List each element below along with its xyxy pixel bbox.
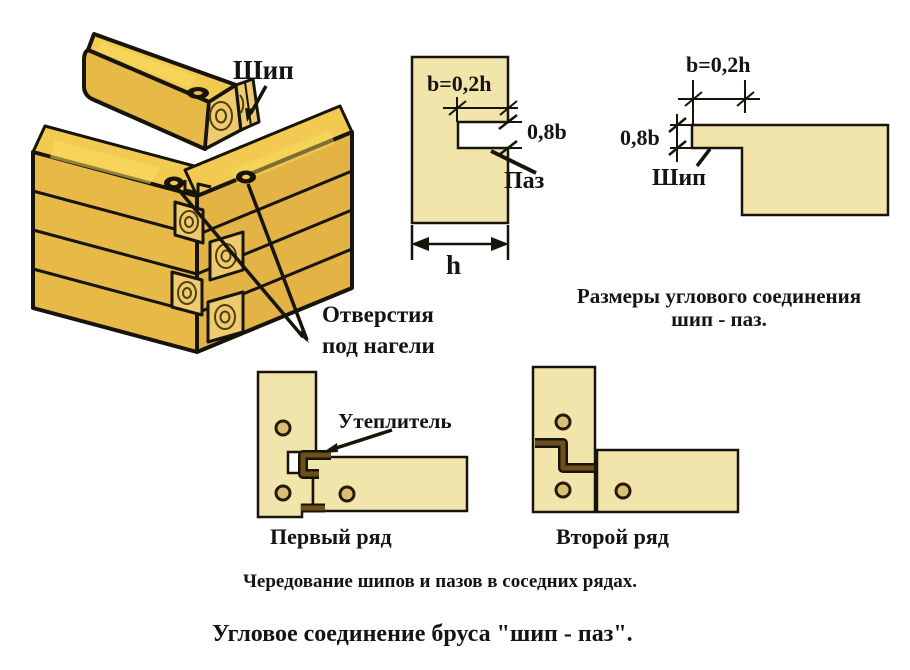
corner-3d-illustration [31,32,354,354]
insulation-second-row [535,438,594,473]
caption-joint-dimensions-line1: Размеры углового соединения [576,284,862,308]
dowel-holes-second-row [554,413,632,500]
wall-left [31,124,211,354]
ship-pointer-arrow [245,85,268,122]
label-groove: Паз [504,168,545,194]
label-dowel-holes-line2: под нагели [322,333,435,358]
dim-b-right [678,80,760,125]
tenon-plan-diagram [668,80,890,217]
dim-h [410,225,510,260]
label-dim-b-mid: b=0,2h [427,71,492,96]
dim-b-mid [443,97,518,122]
holes-pointer-lines [176,183,309,343]
label-dowel-holes-line1: Отверстия [322,302,434,327]
dowel-holes-first-row [274,419,356,503]
paz-pointer [490,149,537,175]
insulation-first-row [298,450,331,513]
second-row-diagram [531,365,740,514]
caption-joint-dimensions: Размеры углового соединения шип - паз. [535,285,903,331]
first-row-diagram [256,370,469,519]
uteplitel-pointer [322,428,393,453]
label-dim-08b-mid: 0,8b [527,119,567,144]
label-dim-h: h [446,250,462,280]
label-tenon-right: Шип [652,165,707,191]
caption-first-row: Первый ряд [270,524,392,549]
caption-joint-dimensions-line2: шип - паз. [671,307,767,331]
page-title: Угловое соединение бруса "шип - паз". [212,621,633,647]
groove-section-diagram [410,55,537,260]
dim-08b-right [668,114,692,162]
label-insulation: Утеплитель [338,409,452,433]
upper-beam [82,32,261,151]
label-dim-b-right: b=0,2h [686,52,751,77]
caption-second-row: Второй ряд [556,524,669,549]
label-dim-08b-right: 0,8b [620,125,660,150]
caption-alternation: Чередование шипов и пазов в соседних ряд… [242,571,638,592]
dim-08b-mid [498,114,522,156]
label-tenon-3d: Шип [233,55,294,85]
growth-rings [177,210,237,330]
top-groove-notch [183,180,212,195]
label-dowel-holes: Отверстия под нагели [322,299,435,361]
dowel-hole [164,170,256,190]
ship-pointer-right [695,147,712,168]
